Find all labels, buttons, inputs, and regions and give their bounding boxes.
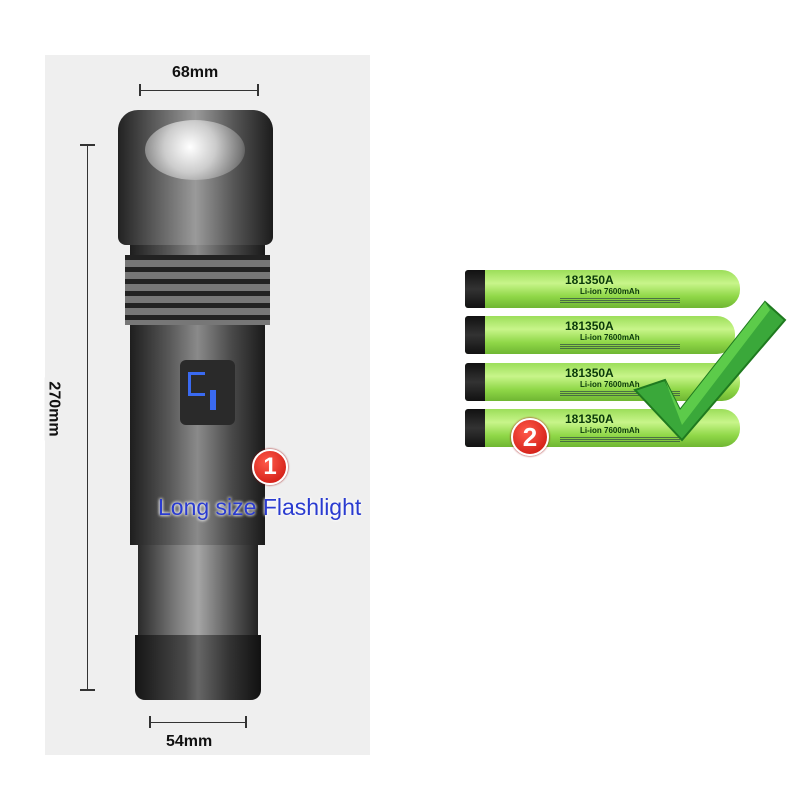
battery-type: Li-ion [580, 287, 602, 296]
battery-fine-print [560, 344, 680, 350]
battery-spec: Li-ion 7600mAh [580, 426, 640, 435]
battery-capacity: 7600mAh [604, 287, 640, 296]
battery-model: 181350A [565, 319, 614, 333]
flashlight-label: Long size Flashlight [158, 494, 362, 520]
display-segment [188, 372, 205, 396]
dim-tick [139, 84, 141, 96]
battery-type: Li-ion [580, 426, 602, 435]
battery-fine-print [560, 298, 680, 304]
dim-tick [80, 144, 95, 146]
width-top-line [140, 90, 258, 91]
battery-capacity: 7600mAh [604, 333, 640, 342]
width-top-label: 68mm [172, 64, 219, 81]
battery-display [180, 360, 235, 425]
battery-fine-print [560, 391, 680, 397]
dim-tick [80, 689, 95, 691]
battery-spec: Li-ion 7600mAh [580, 333, 640, 342]
check-mark-icon [633, 300, 787, 442]
battery-spec: Li-ion 7600mAh [580, 380, 640, 389]
battery-cap [465, 363, 485, 401]
battery-cap [465, 409, 485, 447]
badge-1: 1 [252, 449, 288, 485]
tail-cap [135, 635, 261, 700]
dim-tick [149, 716, 151, 728]
battery-spec: Li-ion 7600mAh [580, 287, 640, 296]
battery-model: 181350A [565, 273, 614, 287]
battery-cap [465, 270, 485, 308]
battery-type: Li-ion [580, 380, 602, 389]
cooling-fins [125, 255, 270, 325]
dim-tick [245, 716, 247, 728]
badge-2: 2 [511, 418, 549, 456]
flashlight [110, 105, 280, 705]
battery-model: 181350A [565, 412, 614, 426]
battery: 181350A Li-ion 7600mAh [465, 270, 740, 308]
width-bottom-line [150, 722, 246, 723]
display-segment [210, 390, 216, 410]
battery-capacity: 7600mAh [604, 426, 640, 435]
battery-cap [465, 316, 485, 354]
battery: 181350A Li-ion 7600mAh [465, 409, 740, 447]
battery-capacity: 7600mAh [604, 380, 640, 389]
dim-tick [257, 84, 259, 96]
lens [145, 120, 245, 180]
battery-model: 181350A [565, 366, 614, 380]
height-line [87, 145, 88, 690]
battery-fine-print [560, 437, 680, 443]
width-bottom-label: 54mm [166, 733, 213, 750]
height-label: 270mm [44, 377, 63, 441]
battery-type: Li-ion [580, 333, 602, 342]
battery: 181350A Li-ion 7600mAh [465, 316, 735, 354]
